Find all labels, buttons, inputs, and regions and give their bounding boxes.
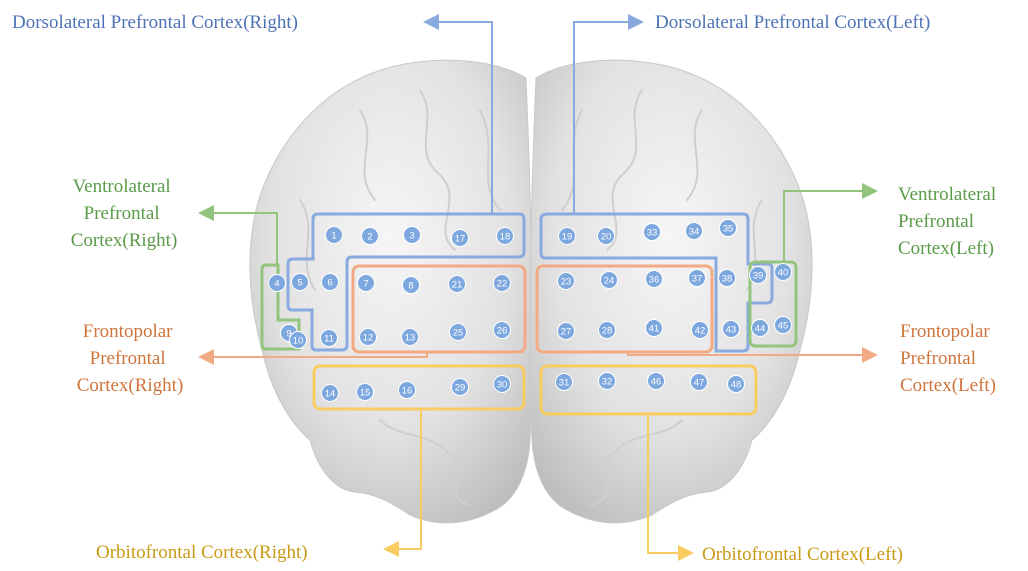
channel-number-right: 4 (274, 279, 279, 290)
dlpfc-left-label: Dorsolateral Prefrontal Cortex(Left) (655, 12, 930, 33)
channel-number-left: 31 (559, 378, 570, 389)
channel-number-left: 24 (604, 276, 615, 287)
channel-number-right: 6 (327, 278, 332, 289)
channel-number-right: 13 (405, 333, 416, 344)
channel-number-right: 12 (363, 333, 374, 344)
channel-number-right: 17 (455, 234, 466, 245)
fppfc-right-label-line: Frontopolar (83, 321, 173, 342)
vlpfc-left-label-line: Prefrontal (898, 211, 974, 232)
channel-number-left: 36 (649, 275, 660, 286)
channel-number-left: 32 (602, 377, 613, 388)
channel-number-left: 48 (731, 380, 742, 391)
channel-number-left: 27 (561, 327, 572, 338)
fppfc-right-label-line: Prefrontal (90, 348, 166, 369)
channel-number-right: 15 (360, 388, 371, 399)
channel-number-left: 38 (722, 274, 733, 285)
channel-number-left: 42 (695, 326, 706, 337)
channel-number-right: 2 (367, 232, 372, 243)
channel-number-right: 16 (402, 386, 413, 397)
channel-number-right: 1 (331, 231, 336, 242)
fppfc-left-label-line: Prefrontal (900, 348, 976, 369)
channel-number-right: 18 (500, 232, 511, 243)
channel-number-left: 37 (692, 274, 703, 285)
channel-number-left: 46 (651, 377, 662, 388)
vlpfc-left-label-line: Ventrolateral (898, 184, 996, 205)
brain-illustration (250, 60, 812, 523)
channel-number-left: 39 (753, 271, 764, 282)
fppfc-left-label: Frontopolar Prefrontal Cortex(Left) (900, 321, 996, 396)
channel-number-right: 7 (363, 279, 368, 290)
channel-number-right: 21 (452, 280, 463, 291)
right-hemisphere-shape (250, 60, 532, 523)
channel-number-left: 35 (723, 224, 734, 235)
vlpfc-right-label-line: Cortex(Right) (71, 230, 178, 251)
ofc-right-label: Orbitofrontal Cortex(Right) (96, 542, 308, 563)
channel-number-left: 40 (778, 268, 789, 279)
channel-number-left: 23 (561, 277, 572, 288)
channel-number-left: 43 (726, 325, 737, 336)
fppfc-left-label-line: Cortex(Left) (900, 375, 996, 396)
channel-number-right: 26 (497, 326, 508, 337)
vlpfc-left-label-line: Cortex(Left) (898, 238, 994, 259)
channel-number-right: 5 (297, 278, 302, 289)
channel-number-left: 47 (694, 378, 705, 389)
channel-number-left: 41 (649, 324, 660, 335)
ofc-left-label: Orbitofrontal Cortex(Left) (702, 544, 903, 565)
channel-number-right: 14 (325, 389, 336, 400)
fppfc-right-label-line: Cortex(Right) (77, 375, 184, 396)
channel-number-right: 29 (455, 383, 466, 394)
channel-number-left: 34 (689, 227, 700, 238)
vlpfc-right-label-line: Ventrolateral (73, 176, 171, 197)
channel-number-left: 28 (602, 326, 613, 337)
fppfc-right-label: Frontopolar Prefrontal Cortex(Right) (77, 321, 184, 396)
channel-number-right: 10 (293, 336, 304, 347)
channel-number-left: 19 (562, 232, 573, 243)
dlpfc-right-label: Dorsolateral Prefrontal Cortex(Right) (12, 12, 298, 33)
vlpfc-left-label: Ventrolateral Prefrontal Cortex(Left) (898, 184, 1001, 259)
channel-number-left: 45 (778, 321, 789, 332)
channel-number-right: 30 (497, 380, 508, 391)
channel-number-right: 25 (453, 328, 464, 339)
channel-number-right: 3 (409, 231, 414, 242)
vlpfc-right-label-line: Prefrontal (84, 203, 160, 224)
channel-number-left: 44 (755, 324, 766, 335)
channel-number-right: 8 (408, 281, 413, 292)
vlpfc-right-label: Ventrolateral Prefrontal Cortex(Right) (71, 176, 178, 251)
channel-number-right: 11 (324, 334, 334, 345)
channel-number-right: 22 (497, 279, 508, 290)
channel-number-left: 20 (601, 232, 612, 243)
channel-number-left: 33 (647, 228, 658, 239)
left-hemisphere-shape (530, 60, 812, 523)
fppfc-left-label-line: Frontopolar (900, 321, 990, 342)
